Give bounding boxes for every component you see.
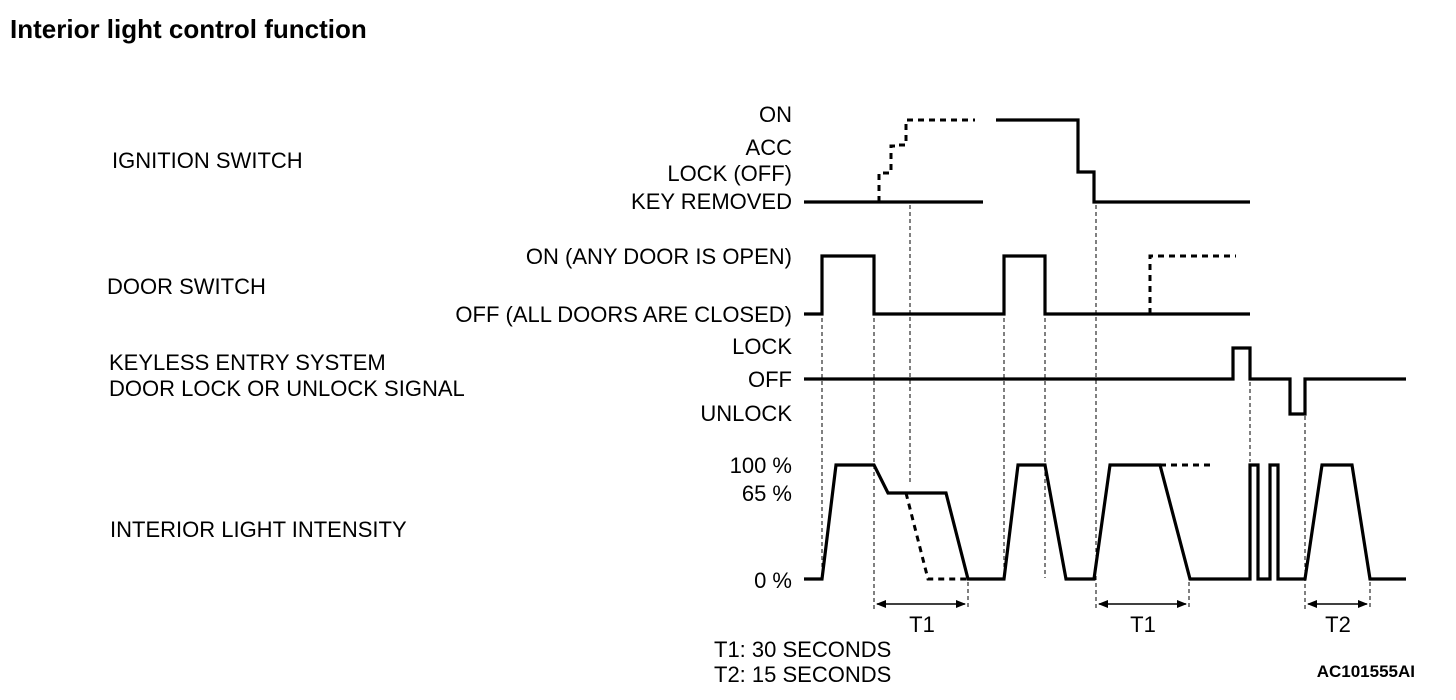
interior-light-waveform <box>804 463 1406 581</box>
t1-interval-label-2: T1 <box>1130 612 1156 637</box>
interior-light-dashed-fade <box>904 492 968 581</box>
interior-light-line <box>804 463 1406 581</box>
keyless-entry-label-line1: KEYLESS ENTRY SYSTEM <box>109 350 386 375</box>
door-switch-dashed <box>1148 254 1236 314</box>
legend-t2: T2: 15 SECONDS <box>714 662 891 687</box>
t1-arrow-right-2 <box>1177 600 1187 608</box>
door-switch-waveform <box>804 254 1250 316</box>
t2-arrow-right <box>1358 600 1368 608</box>
level-lock: LOCK <box>732 334 792 359</box>
door-switch-label: DOOR SWITCH <box>107 274 266 299</box>
ignition-off-transition <box>996 118 1250 204</box>
ignition-switch-label: IGNITION SWITCH <box>112 148 303 173</box>
t1-arrow-right-1 <box>956 600 966 608</box>
level-unlock: UNLOCK <box>700 401 792 426</box>
level-0-percent: 0 % <box>754 568 792 593</box>
ignition-key-insert-dashed <box>877 118 975 202</box>
level-100-percent: 100 % <box>730 453 792 478</box>
ignition-switch-waveform <box>804 118 1250 204</box>
level-acc: ACC <box>746 135 793 160</box>
legend-t1: T1: 30 SECONDS <box>714 637 891 662</box>
t2-interval-label: T2 <box>1325 612 1351 637</box>
level-on: ON <box>759 102 792 127</box>
level-65-percent: 65 % <box>742 481 792 506</box>
interval-dimensions <box>876 600 1368 608</box>
level-lock-off: LOCK (OFF) <box>667 161 792 186</box>
level-keyless-off: OFF <box>748 367 792 392</box>
interior-light-intensity-label: INTERIOR LIGHT INTENSITY <box>110 517 407 542</box>
t2-arrow-left <box>1307 600 1317 608</box>
level-door-on: ON (ANY DOOR IS OPEN) <box>526 244 792 269</box>
event-guide-lines <box>821 205 1371 610</box>
figure-code: AC101555AI <box>1317 662 1415 681</box>
t1-arrow-left-1 <box>876 600 886 608</box>
level-key-removed: KEY REMOVED <box>631 189 792 214</box>
page-title: Interior light control function <box>10 14 367 44</box>
keyless-entry-waveform <box>804 346 1406 416</box>
door-switch-line <box>804 254 1250 316</box>
t1-arrow-left-2 <box>1098 600 1108 608</box>
t1-interval-label-1: T1 <box>909 612 935 637</box>
level-door-off: OFF (ALL DOORS ARE CLOSED) <box>455 302 792 327</box>
keyless-entry-label-line2: DOOR LOCK OR UNLOCK SIGNAL <box>109 376 465 401</box>
